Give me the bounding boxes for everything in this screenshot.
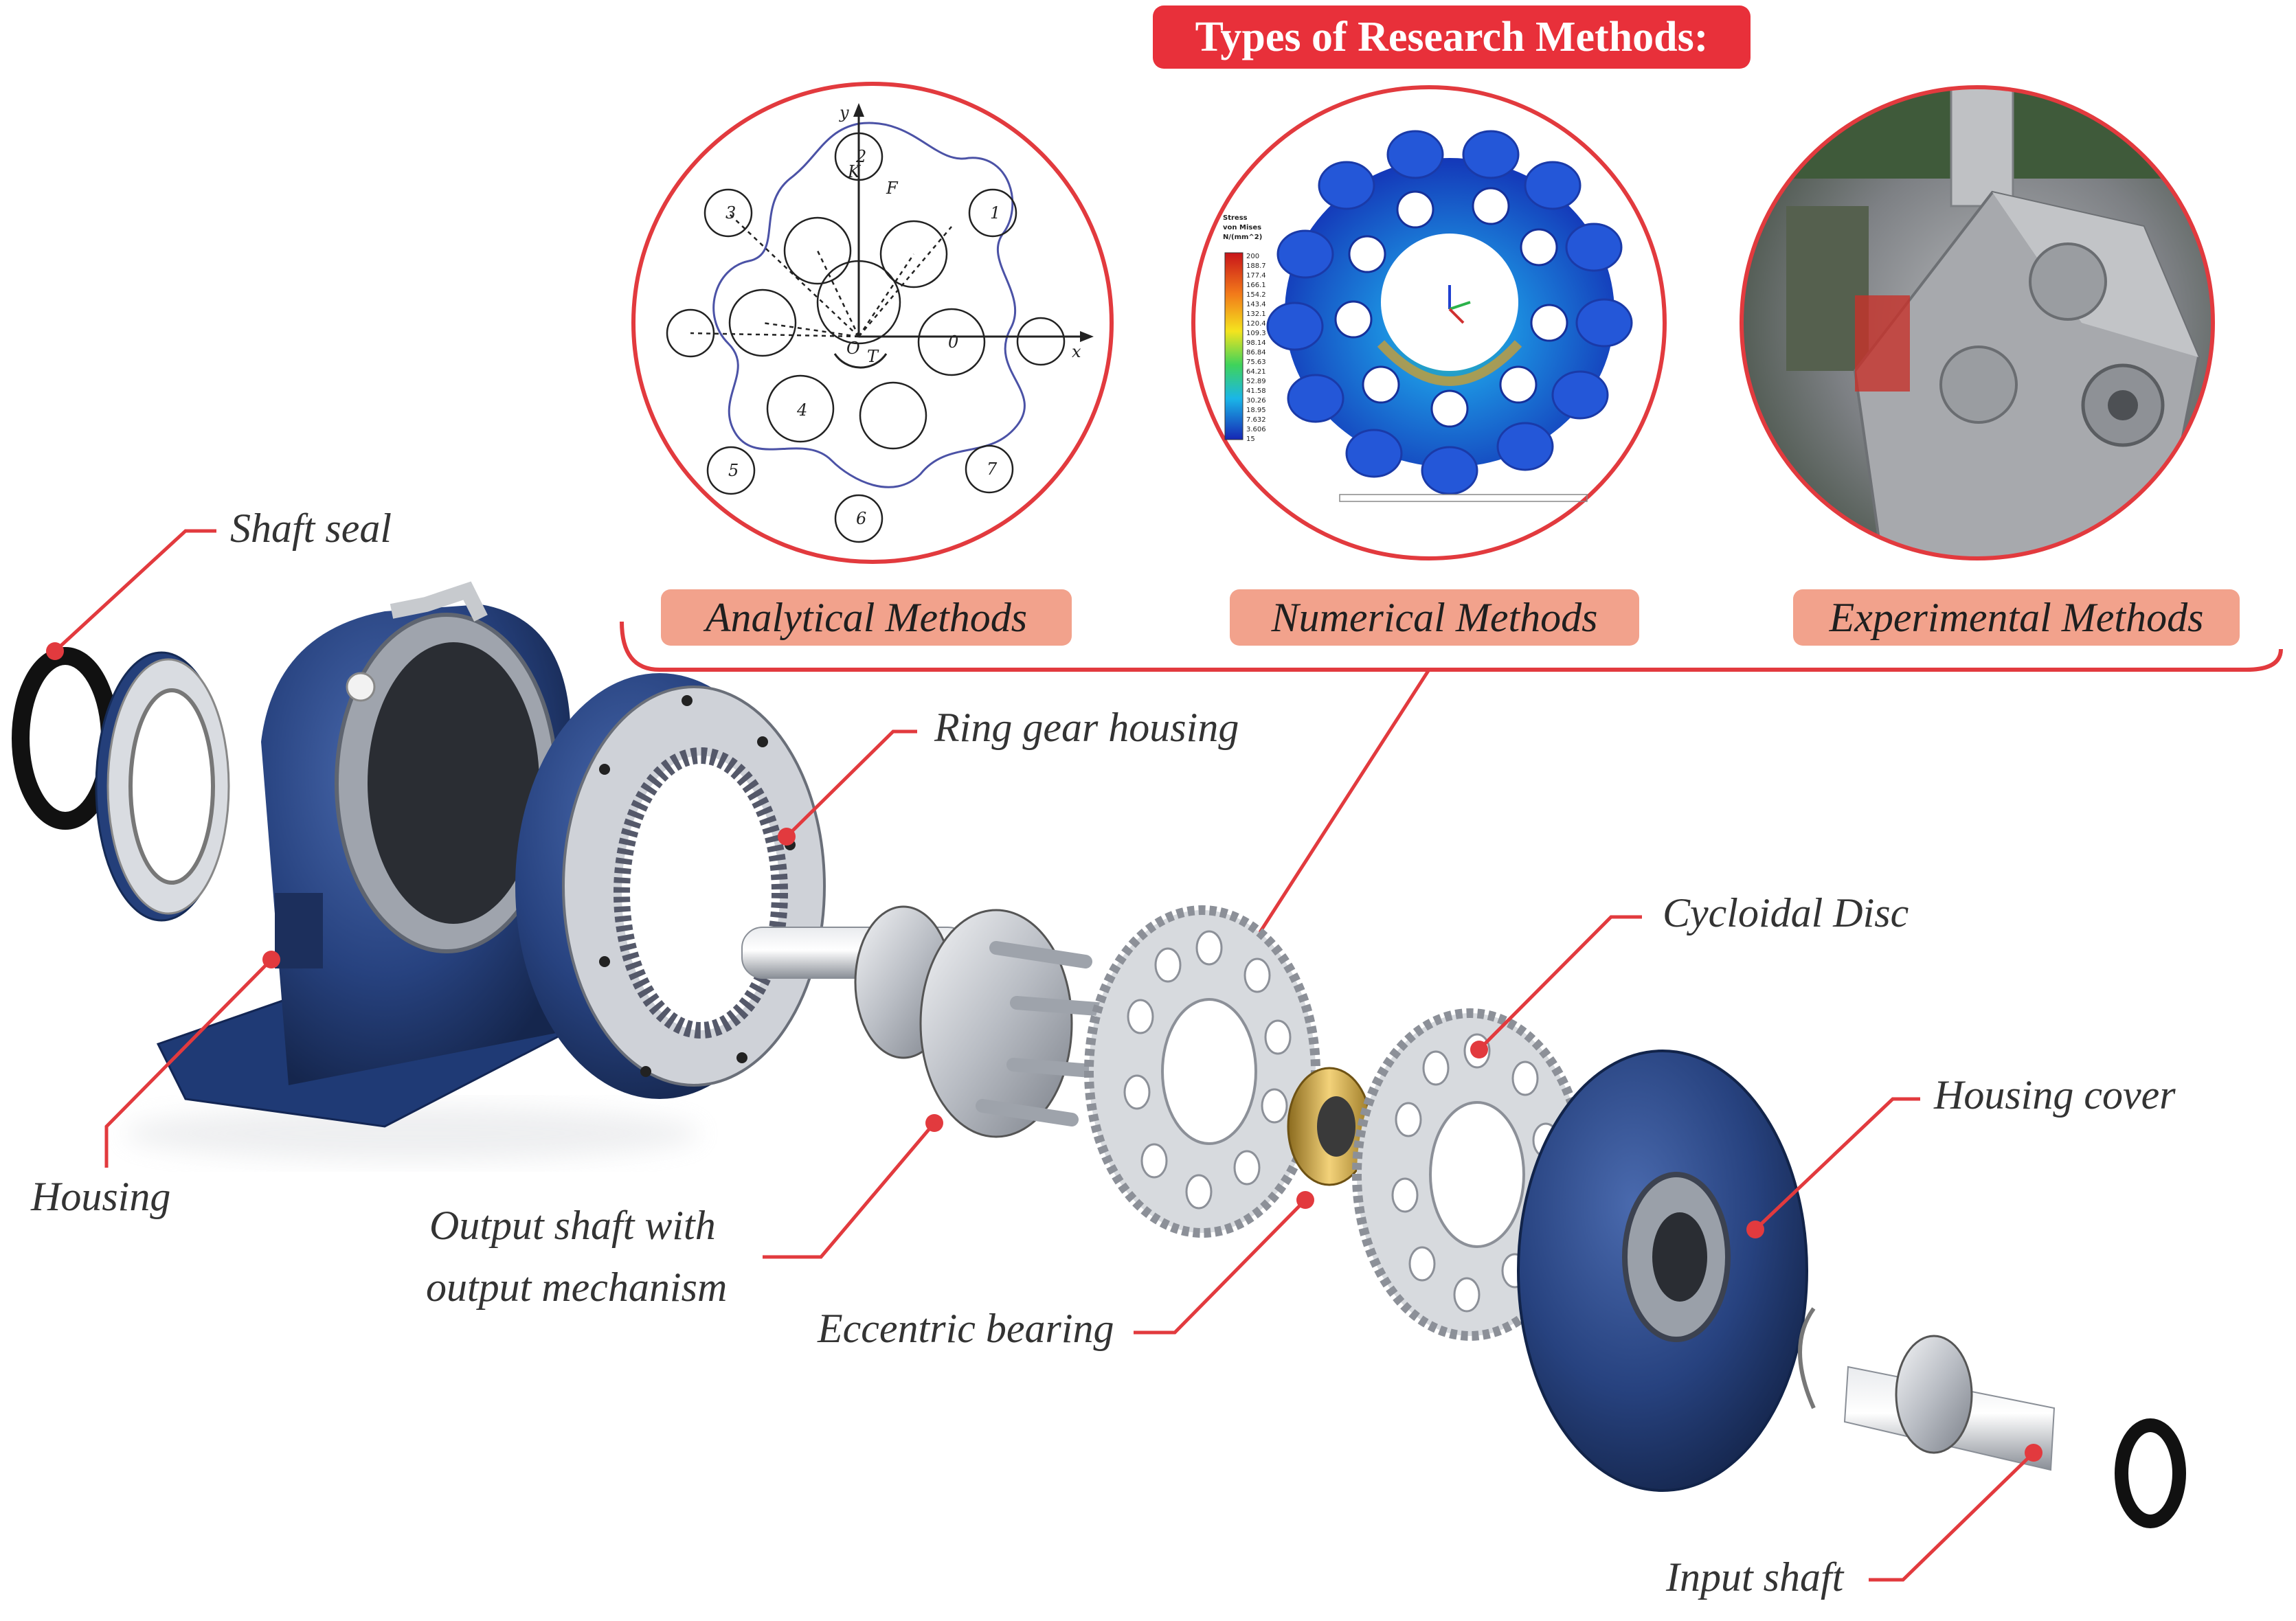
output-shaft-label-line1: Output shaft with — [429, 1203, 716, 1248]
legend-value: 177.4 — [1246, 272, 1266, 280]
legend-value: 154.2 — [1246, 291, 1266, 299]
legend-value: 30.26 — [1246, 397, 1266, 405]
methods-bracket — [620, 621, 2283, 672]
experimental-method-circle — [1740, 85, 2215, 560]
fea-disc-icon — [1266, 130, 1633, 495]
shaft-seal-label: Shaft seal — [230, 506, 392, 551]
numerical-method-circle: Stress von Mises N/(mm^2) 200 188.7 177.… — [1191, 85, 1667, 560]
legend-value: 166.1 — [1246, 282, 1266, 289]
input-shaft-part — [1798, 1307, 2056, 1471]
numerical-connector-line — [1235, 668, 1431, 970]
hole-4-label: 4 — [796, 400, 807, 420]
ring-gear-housing-label: Ring gear housing — [934, 705, 1239, 750]
analytical-method-circle: y x 1 2 3 4 5 6 7 0 K F T O — [631, 82, 1114, 564]
legend-value: 64.21 — [1246, 368, 1266, 376]
legend-value: 7.632 — [1246, 416, 1266, 424]
cycloidal-disc-label: Cycloidal Disc — [1663, 890, 1909, 936]
numerical-methods-label: Numerical Methods — [1230, 589, 1639, 646]
legend-value: 75.63 — [1246, 359, 1266, 366]
stiffness-k-label: K — [847, 162, 862, 181]
hole-0-label: 0 — [948, 332, 958, 352]
pin-3-label: 3 — [725, 203, 736, 223]
legend-title-1: Stress — [1223, 214, 1248, 222]
diagram-labels: y x 1 2 3 4 5 6 7 0 K F T O — [725, 103, 1081, 528]
input-shaft-label: Input shaft — [1666, 1554, 1844, 1600]
pin-7-label: 7 — [987, 460, 998, 479]
scale-bar — [1339, 494, 1588, 502]
legend-value: 200 — [1246, 253, 1259, 260]
legend-value: 3.606 — [1246, 426, 1266, 433]
experimental-methods-label: Experimental Methods — [1793, 589, 2240, 646]
right-seal-part — [2115, 1418, 2186, 1528]
force-f-label: F — [886, 179, 899, 198]
pin-1-label: 1 — [990, 203, 1000, 223]
ring-gear-housing-part — [515, 673, 826, 1099]
origin-o-label: O — [846, 339, 860, 358]
legend-value: 132.1 — [1246, 310, 1266, 318]
legend-value: 18.95 — [1246, 407, 1266, 414]
legend-value: 188.7 — [1246, 262, 1266, 270]
pin-6-label: 6 — [856, 509, 866, 528]
axis-x-label: x — [1072, 342, 1081, 361]
pin-2-label: 2 — [855, 147, 866, 166]
cycloidal-disc-1-part — [1084, 905, 1320, 1238]
legend-title-2: von Mises — [1223, 224, 1261, 231]
housing-cover-label: Housing cover — [1934, 1072, 2176, 1118]
eccentric-bearing-part — [1287, 1067, 1372, 1209]
output-shaft-label-line2: output mechanism — [426, 1265, 728, 1310]
legend-value: 98.14 — [1246, 339, 1266, 347]
housing-cover-part — [1517, 1050, 1808, 1492]
legend-value: 120.4 — [1246, 320, 1266, 328]
torque-t-label: T — [867, 347, 879, 366]
legend-value: 15 — [1246, 435, 1255, 443]
eccentric-bearing-label: Eccentric bearing — [818, 1306, 1114, 1351]
pin-5-label: 5 — [728, 461, 739, 480]
legend-value: 143.4 — [1246, 301, 1266, 308]
housing-part — [124, 581, 701, 1161]
leader-lines — [54, 529, 2035, 1582]
legend-value: 109.3 — [1246, 330, 1266, 337]
legend-title-3: N/(mm^2) — [1223, 234, 1262, 241]
analytical-methods-label: Analytical Methods — [661, 589, 1072, 646]
housing-label: Housing — [31, 1174, 171, 1219]
legend-value: 52.89 — [1246, 378, 1266, 385]
legend-value: 41.58 — [1246, 387, 1266, 395]
output-shaft-part — [741, 905, 1113, 1138]
force-diagram-icon — [666, 103, 1094, 543]
research-methods-title: Types of Research Methods: — [1153, 5, 1751, 69]
legend-value: 86.84 — [1246, 349, 1266, 356]
stress-color-bar — [1224, 252, 1243, 440]
axis-y-label: y — [839, 103, 849, 122]
flange-plate-part — [95, 651, 230, 922]
